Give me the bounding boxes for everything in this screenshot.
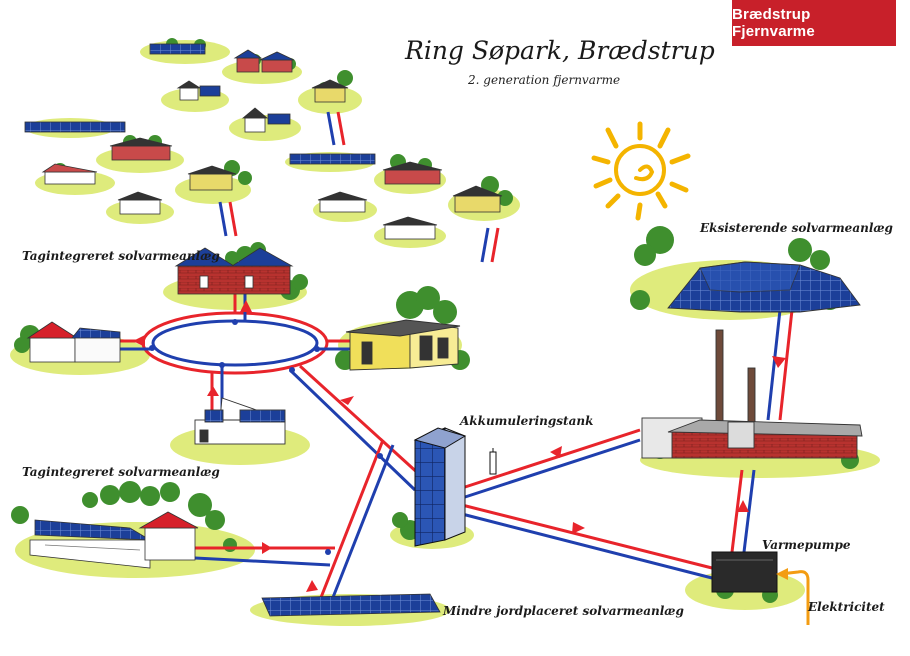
- house-cluster-top: [24, 43, 503, 240]
- building-roof-solar-left: [29, 511, 199, 569]
- sun-icon: [591, 121, 691, 221]
- diagram-title: Ring Søpark, Brædstrup: [405, 36, 715, 65]
- heating-plant: [641, 329, 863, 459]
- label-storage-tank: Akkumuleringstank: [460, 414, 594, 428]
- label-roof-solar-left: Tagintegreret solvarmeanlæg: [22, 465, 220, 479]
- building-roof-solar-top: [174, 247, 294, 295]
- brand-badge: Brædstrup Fjernvarme: [732, 0, 896, 46]
- branch-pipes: [218, 111, 500, 263]
- ring-connections: [118, 292, 355, 410]
- label-heat-pump: Varmepumpe: [762, 538, 851, 552]
- label-existing-solar: Eksisterende solvarmeanlæg: [700, 221, 893, 235]
- house-bottom-ring: [194, 397, 286, 445]
- electricity-arrow: [776, 568, 788, 580]
- accumulation-tank: [413, 427, 497, 547]
- trunk-pipes: [194, 309, 794, 606]
- electricity-line: [779, 570, 810, 625]
- junction-dots: [149, 319, 383, 555]
- label-roof-solar-top: Tagintegreret solvarmeanlæg: [22, 249, 220, 263]
- house-left-ring: [26, 321, 121, 363]
- label-electricity: Elektricitet: [808, 600, 885, 614]
- label-ground-solar: Mindre jordplaceret solvarmeanlæg: [443, 604, 684, 618]
- existing-solar-field: [667, 261, 861, 313]
- heat-pump: [711, 551, 778, 593]
- flow-arrows: [133, 300, 786, 592]
- building-right-ring: [345, 319, 461, 371]
- ground-solar-field: [261, 593, 441, 617]
- diagram-subtitle: 2. generation fjernvarme: [468, 73, 621, 87]
